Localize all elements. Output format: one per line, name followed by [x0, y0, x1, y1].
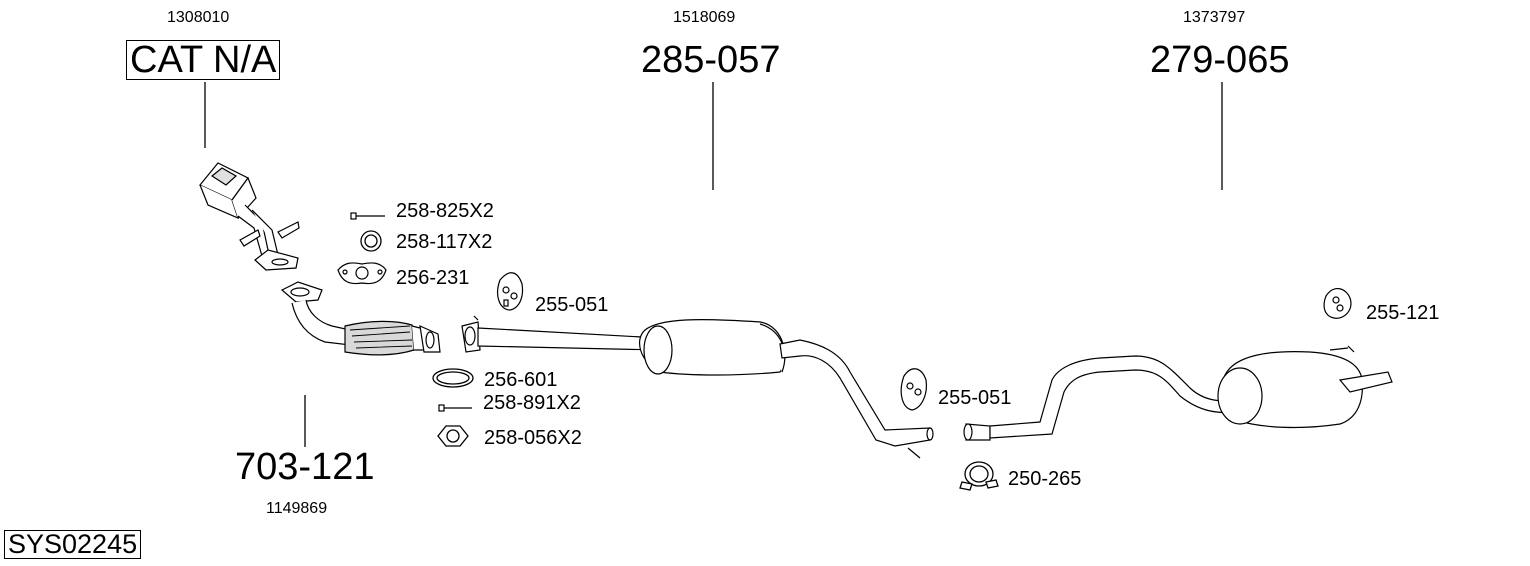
small-part-label: 255-051: [938, 387, 1012, 409]
small-part-label: 255-051: [535, 294, 609, 316]
part-number-middle-section: 285-057: [641, 39, 781, 81]
small-part-label: 256-231: [396, 267, 470, 289]
small-part-label: 258-825X2: [396, 200, 494, 222]
gasket-icon: [337, 262, 387, 285]
rubber-mount-icon-2: [900, 368, 927, 411]
part-number-cat: CAT N/A: [126, 40, 281, 80]
part-ref-number: 1308010: [167, 9, 230, 26]
part-ref-number: 1518069: [673, 9, 736, 26]
part-number-front-pipe: 703-121: [235, 446, 375, 488]
ring-gasket-icon: [432, 368, 474, 388]
bolt-icon: [350, 212, 385, 220]
part-ref-number: 1373797: [1183, 9, 1246, 26]
small-part-label: 258-117X2: [396, 231, 493, 253]
part-number-rear-section: 279-065: [1150, 39, 1290, 81]
middle-section-drawing: [461, 315, 934, 459]
clamp-icon: [959, 461, 999, 491]
rear-section-drawing: [963, 345, 1393, 441]
small-part-label: 256-601: [484, 369, 558, 391]
rubber-mount-icon: [497, 272, 524, 311]
washer-icon: [360, 230, 382, 252]
catalytic-converter-drawing: [199, 162, 300, 271]
part-ref-number: 1149869: [266, 500, 328, 517]
small-part-label: 258-056X2: [484, 427, 582, 449]
small-part-label: 258-891X2: [483, 392, 581, 414]
system-code: SYS02245: [4, 530, 142, 559]
front-pipe-drawing: [280, 281, 441, 356]
long-bolt-icon: [438, 404, 472, 412]
nut-icon: [437, 425, 469, 447]
small-part-label: 255-121: [1366, 302, 1440, 324]
small-part-label: 250-265: [1008, 468, 1082, 490]
rubber-mount-icon-3: [1323, 288, 1352, 319]
